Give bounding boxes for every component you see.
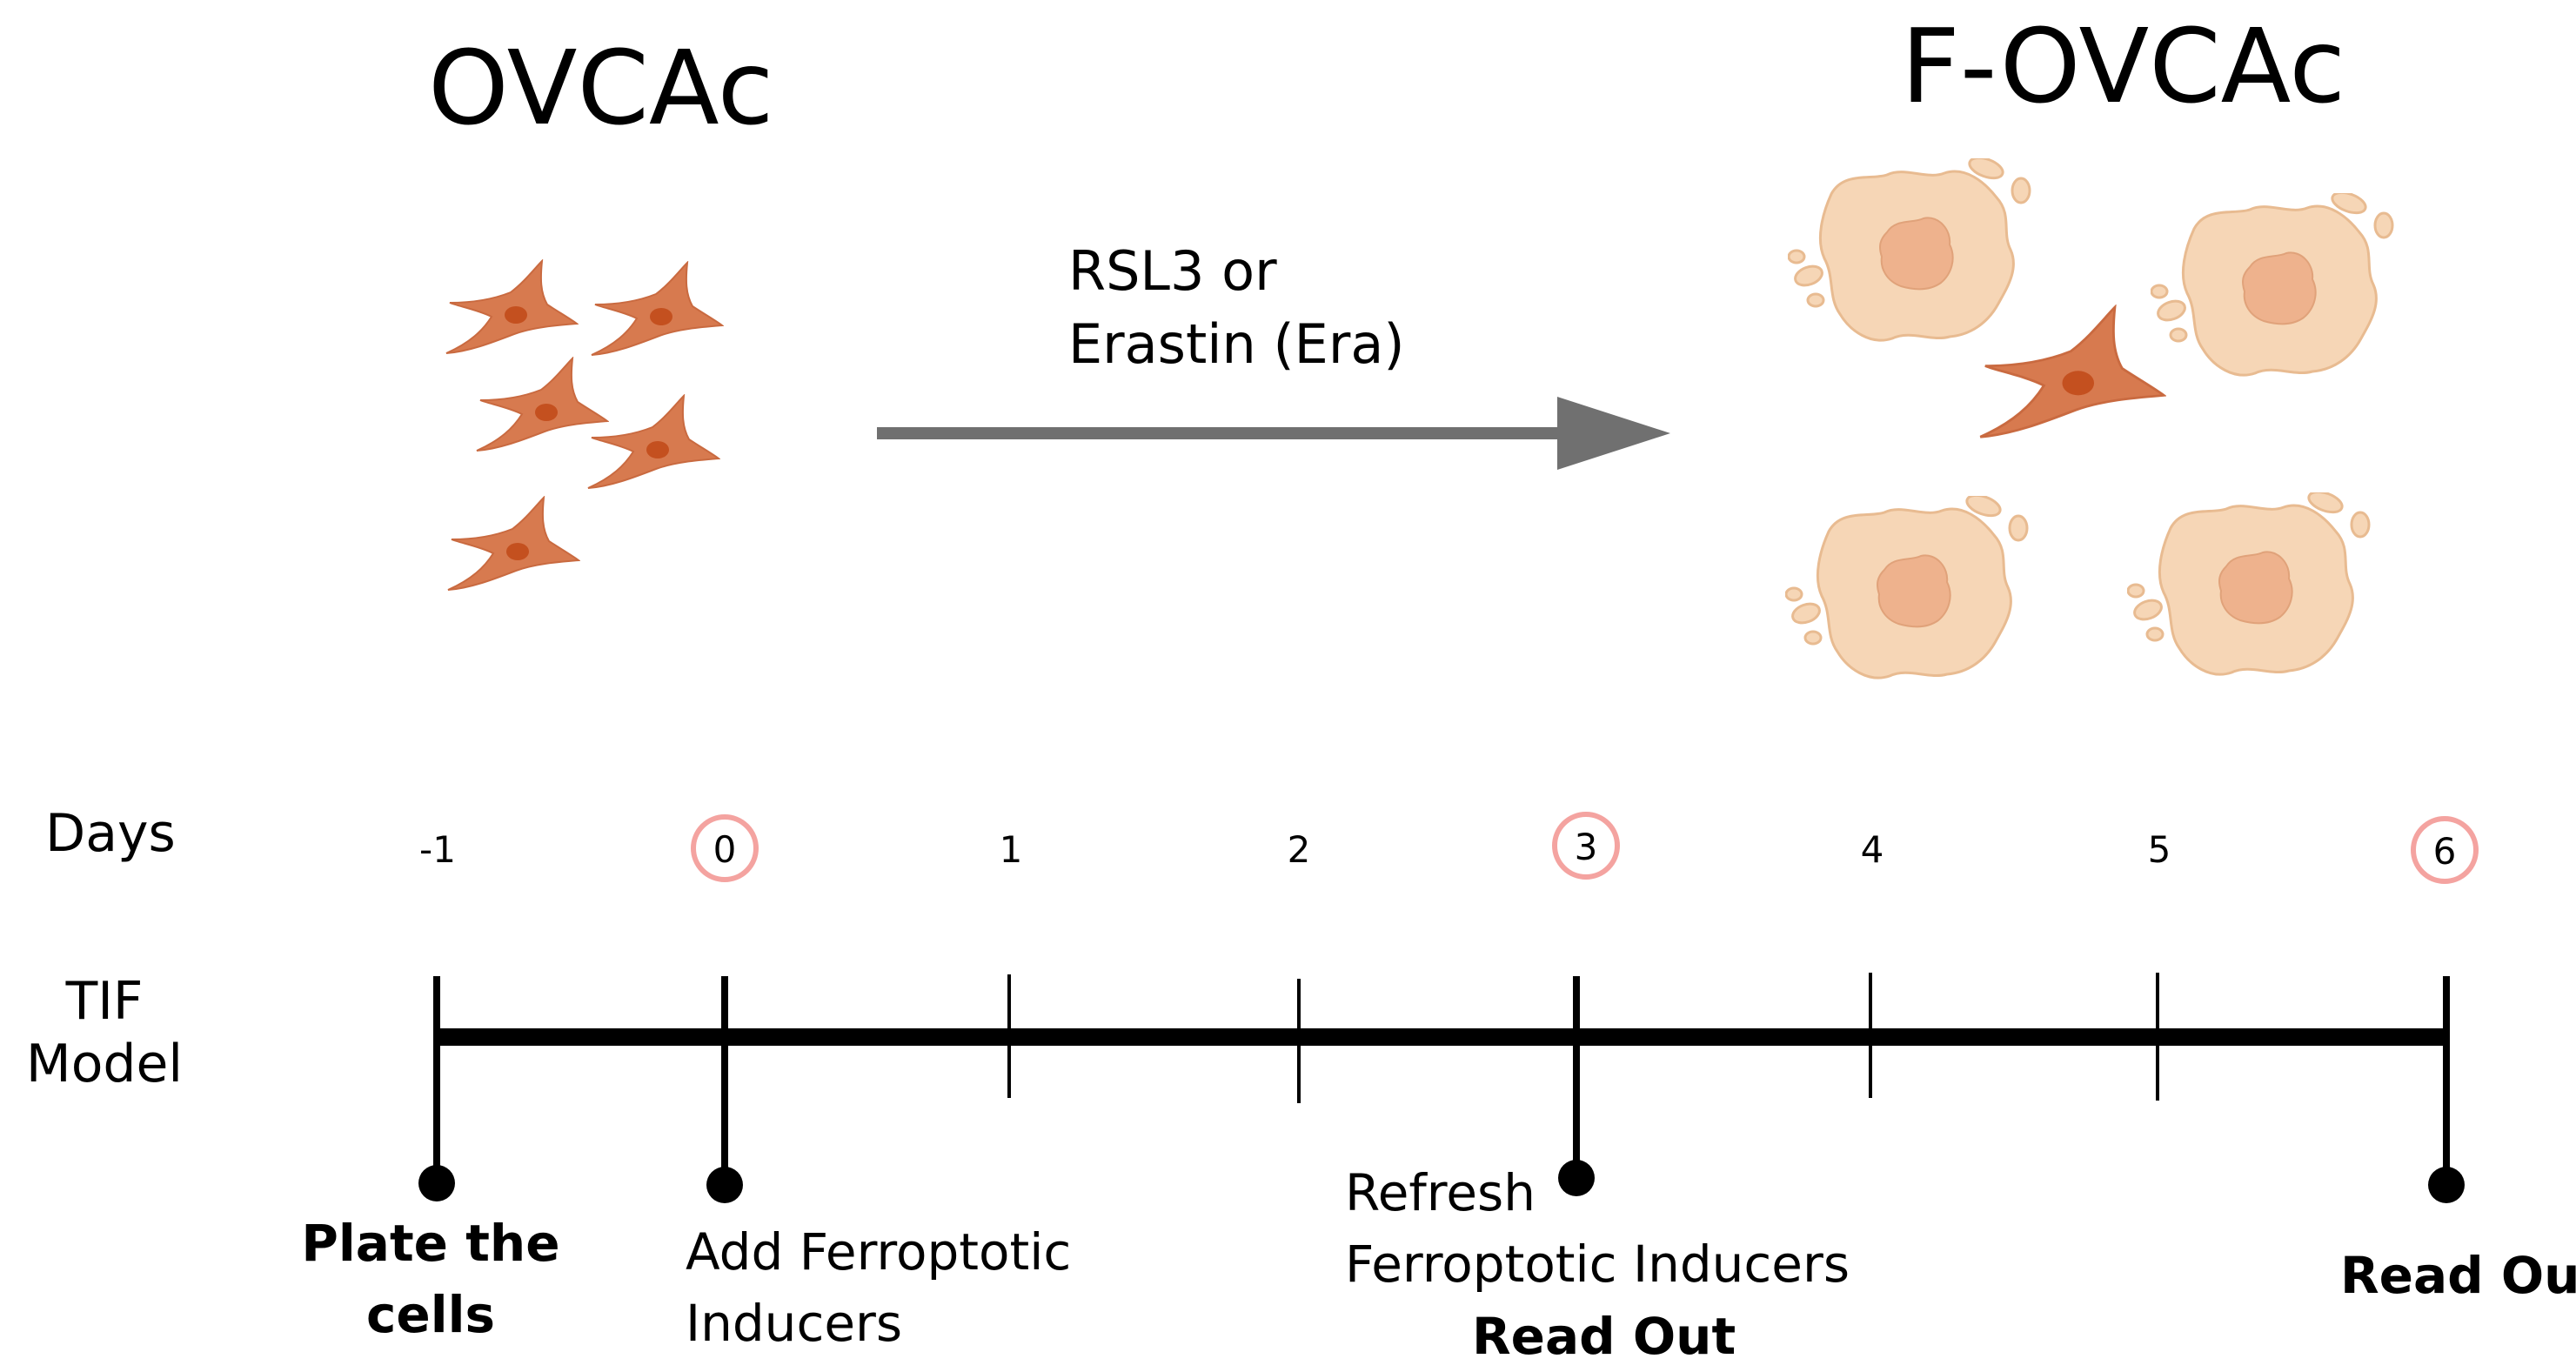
spindle-cell-icon	[476, 358, 608, 452]
event-refresh-line-1: Refresh	[1345, 1163, 1536, 1222]
event-add-line-1: Add Ferroptotic	[686, 1222, 1072, 1282]
event-refresh-inducers: Refresh Ferroptotic Inducers Read Out	[1345, 1157, 1850, 1372]
spindle-cell-icon	[447, 497, 579, 591]
event-add-line-2: Inducers	[686, 1294, 903, 1354]
model-label-line-2: Model	[25, 1034, 184, 1094]
ferroptotic-cells-group	[1785, 158, 2394, 679]
model-label-line-1: TIF	[65, 971, 144, 1032]
event-plate-line-1: Plate the	[301, 1214, 560, 1273]
event-plate-line-2: cells	[365, 1285, 495, 1345]
healthy-cells-group	[445, 260, 723, 591]
event-refresh-readout: Read Out	[1472, 1306, 1736, 1366]
left-panel-title: OVCAc	[428, 28, 774, 148]
ruptured-cell-icon	[2151, 193, 2394, 377]
treatment-line-1: RSL3 or	[1068, 239, 1277, 303]
treatment-arrow	[877, 397, 1670, 470]
day-0-highlight	[691, 814, 759, 882]
ruptured-cell-icon	[2127, 492, 2371, 676]
day-label: 4	[1860, 828, 1884, 871]
event-final-readout: Read Out	[2340, 1246, 2576, 1305]
day-label: 1	[999, 828, 1023, 871]
event-refresh-line-2: Ferroptotic Inducers	[1345, 1235, 1850, 1295]
day-6-highlight	[2411, 816, 2479, 884]
spindle-cell-icon	[1978, 305, 2165, 438]
event-add-inducers: Add Ferroptotic Inducers	[686, 1216, 1071, 1360]
day-ticks	[1007, 973, 2159, 1103]
ruptured-cell-icon	[1788, 158, 2031, 342]
spindle-cell-icon	[591, 262, 723, 356]
right-panel-title: F-OVCAc	[1901, 6, 2346, 126]
spindle-cell-icon	[445, 260, 578, 354]
right-arrow-icon	[1557, 397, 1670, 470]
day-label: 6	[2432, 830, 2457, 873]
treatment-label: RSL3 or Erastin (Era)	[1068, 235, 1405, 380]
day-3-highlight	[1552, 812, 1620, 880]
event-dot-day-3	[1558, 1160, 1595, 1196]
day-highlight-circles	[691, 812, 2479, 884]
timeline-graphics	[418, 812, 2479, 1203]
spindle-cell-icon	[587, 395, 719, 489]
event-dot-day-6	[2428, 1167, 2465, 1203]
day-label: 2	[1287, 828, 1311, 871]
day-label: 0	[713, 828, 737, 871]
treatment-line-2: Erastin (Era)	[1068, 311, 1405, 376]
event-plate-cells: Plate the cells	[296, 1208, 565, 1351]
event-dot-day-minus-1	[418, 1165, 455, 1201]
day-label: -1	[419, 828, 456, 871]
event-markers	[418, 976, 2465, 1203]
days-row-label: Days	[45, 803, 176, 864]
day-label: 5	[2147, 828, 2171, 871]
ruptured-cell-icon	[1785, 496, 2029, 679]
event-dot-day-0	[706, 1167, 743, 1203]
model-label: TIF Model	[13, 970, 196, 1095]
day-label: 3	[1574, 826, 1598, 868]
